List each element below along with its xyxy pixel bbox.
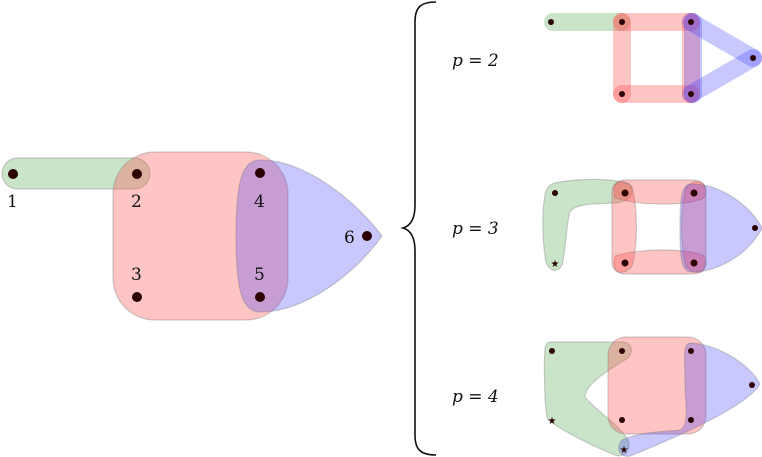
vertex: [619, 91, 625, 97]
vertex: [690, 259, 698, 267]
case-p3-hypergraph: ★: [542, 178, 762, 275]
star-vertex: ★: [620, 445, 629, 456]
red-hyperedge: [112, 151, 289, 321]
vertex-label-2: 2: [131, 192, 142, 212]
vertex-4: [255, 168, 265, 178]
red-hyperedge: [607, 336, 707, 435]
blue-hyperedge: [679, 183, 762, 273]
vertex: [688, 91, 694, 97]
curly-brace: [400, 1, 437, 456]
star-vertex: ★: [551, 259, 560, 270]
vertex: [621, 189, 629, 197]
vertex: [621, 259, 629, 267]
case-label-p2: p = 2: [452, 51, 499, 71]
red-hyperedges: [611, 179, 707, 275]
case-label-p3: p = 3: [452, 219, 499, 239]
case-label-p4: p = 4: [452, 387, 499, 407]
vertex: [688, 19, 694, 25]
vertex: [688, 348, 694, 354]
vertex: [549, 348, 555, 354]
blue-hyperedge: [235, 159, 383, 313]
vertex: [619, 417, 625, 423]
blue-hyperedges: [682, 13, 762, 103]
vertex-2: [132, 169, 142, 179]
star-vertex: ★: [548, 416, 557, 427]
vertex-1: [8, 169, 18, 179]
vertex-label-6: 6: [344, 228, 355, 248]
vertex-label-5: 5: [254, 265, 265, 285]
red-hyperedges: [613, 13, 700, 103]
vertex: [690, 189, 698, 197]
green-hyperedge: [1, 157, 151, 190]
green-hyperedge: [542, 178, 633, 271]
main-hypergraph: 1 2 3 4 5 6: [1, 151, 383, 321]
vertex: [749, 382, 755, 388]
vertex: [750, 55, 756, 61]
blue-hyperedge: [618, 342, 761, 457]
vertex-3: [132, 292, 142, 302]
vertex-label-4: 4: [254, 192, 265, 212]
case-p4-hypergraph: ★ ★: [543, 336, 761, 457]
vertex: [619, 348, 625, 354]
vertex: [552, 190, 558, 196]
vertex-label-1: 1: [7, 192, 18, 212]
case-p2-hypergraph: [544, 13, 762, 103]
vertex-label-3: 3: [131, 265, 142, 285]
vertex-6: [362, 231, 372, 241]
green-hyperedge: [543, 341, 632, 457]
vertex: [688, 417, 694, 423]
vertex: [548, 19, 554, 25]
vertex: [619, 19, 625, 25]
vertex: [752, 225, 758, 231]
vertex-5: [255, 292, 265, 302]
